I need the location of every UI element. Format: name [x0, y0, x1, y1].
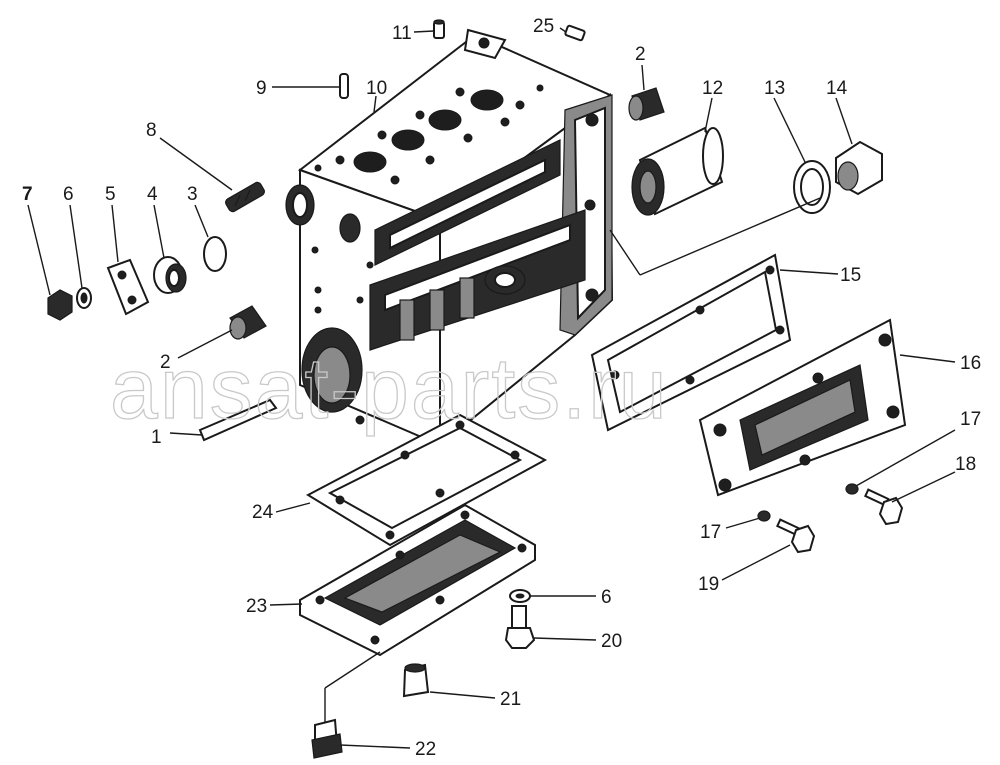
bushing-2-left: [229, 305, 267, 340]
bushing-4: [153, 256, 187, 294]
label-18: 18: [955, 454, 976, 475]
label-2-left: 2: [160, 352, 171, 373]
label-9: 9: [256, 78, 267, 99]
label-25: 25: [533, 16, 554, 37]
cover-plate-23: [299, 503, 536, 657]
sleeve-12: [631, 126, 724, 216]
label-14: 14: [826, 78, 848, 99]
label-17-right: 17: [960, 409, 981, 430]
label-22: 22: [415, 739, 436, 760]
pin-11: [433, 19, 445, 39]
label-3: 3: [187, 184, 198, 205]
label-20: 20: [601, 631, 622, 652]
label-24: 24: [252, 502, 274, 523]
label-16: 16: [960, 353, 981, 374]
plug-21: [402, 663, 430, 698]
leader-lines: [27, 27, 956, 749]
label-6-top: 6: [63, 184, 74, 205]
plug-14: [835, 140, 883, 196]
label-6-bottom: 6: [601, 587, 612, 608]
label-1: 1: [151, 427, 162, 448]
label-10: 10: [366, 78, 387, 99]
label-15: 15: [840, 265, 861, 286]
watermark-text: ansat-parts.ru: [110, 341, 669, 437]
washer-17-a: [757, 510, 771, 522]
plate-5: [106, 258, 150, 316]
label-4: 4: [147, 184, 158, 205]
label-21: 21: [500, 689, 521, 710]
bolt-20: [504, 605, 536, 649]
housing-body: [285, 28, 614, 448]
label-5: 5: [105, 184, 116, 205]
gasket-13: [793, 160, 831, 214]
label-2-right: 2: [635, 44, 646, 65]
washer-6-lower: [509, 589, 531, 603]
washer-6: [76, 287, 92, 309]
oring-3: [203, 236, 227, 272]
nut-7: [47, 289, 73, 321]
label-11: 11: [392, 23, 412, 44]
label-12: 12: [702, 78, 723, 99]
cover-16: [698, 318, 907, 497]
label-7: 7: [22, 184, 33, 205]
bolt-18: [864, 488, 904, 526]
pin-25: [564, 24, 586, 42]
plug-22: [311, 718, 343, 759]
shaft-1: [198, 398, 278, 442]
bushing-2-right: [628, 87, 665, 121]
gasket-15: [590, 253, 792, 432]
callout-labels: 1 2 3 4 5 6 7 8 9 10 11 25 2 12 13 14 15…: [22, 16, 981, 760]
washer-17-b: [845, 483, 859, 495]
bolt-19: [776, 518, 816, 554]
stud-8: [225, 181, 265, 213]
label-13: 13: [764, 78, 785, 99]
label-19: 19: [698, 574, 719, 595]
label-8: 8: [146, 120, 157, 141]
gasket-24: [305, 413, 548, 547]
label-23: 23: [246, 596, 267, 617]
dowel-9: [339, 73, 349, 99]
label-17-left: 17: [700, 522, 721, 543]
